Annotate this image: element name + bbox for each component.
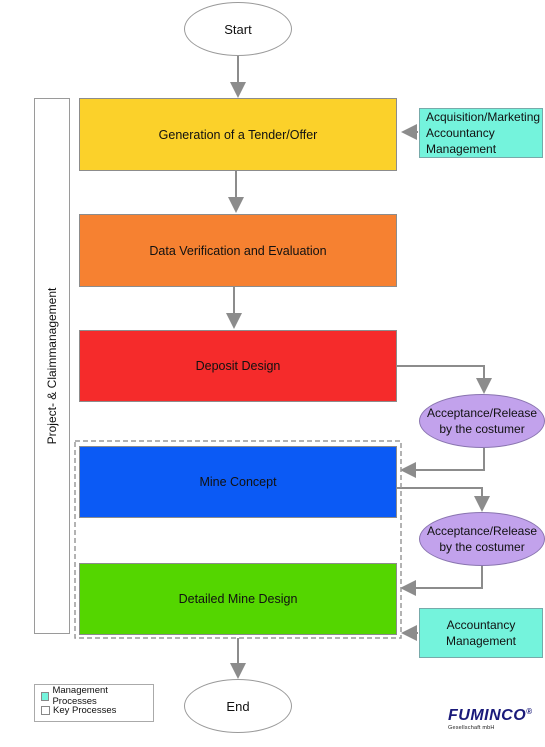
acceptance-decision-2: Acceptance/Release by the costumer (419, 512, 545, 566)
process-detailed-label: Detailed Mine Design (178, 592, 298, 606)
management-bottom-line-1: Accountancy (446, 618, 516, 632)
process-concept: Mine Concept (79, 446, 397, 518)
project-claim-management-bar: Project- & Claimmanagement (34, 98, 70, 634)
management-bottom-line-2: Management (445, 634, 517, 648)
management-top-line-1: Acquisition/Marketing (426, 110, 541, 124)
end-label: End (226, 698, 250, 714)
management-top-line-2: Accountancy (426, 126, 495, 140)
process-deposit: Deposit Design (79, 330, 397, 402)
legend-key-label: Key Processes (53, 704, 117, 716)
management-top-line-3: Management (426, 142, 497, 156)
start-node: Start (184, 2, 292, 56)
legend-management-label: Management Processes (52, 685, 108, 707)
decision-1-line-1: Acceptance/Release (426, 406, 538, 420)
legend: Management Processes Key Processes (34, 684, 154, 722)
logo-name: FUMINCO (448, 707, 527, 724)
process-concept-label: Mine Concept (199, 475, 277, 489)
logo-subtitle: Gesellschaft mbH (448, 725, 495, 731)
process-deposit-label: Deposit Design (195, 359, 281, 373)
key-swatch-icon (41, 705, 50, 715)
management-box-bottom: Accountancy Management (419, 608, 543, 658)
logo-mark: ® (526, 707, 533, 716)
acceptance-decision-1: Acceptance/Release by the costumer (419, 394, 545, 448)
management-box-top: Acquisition/Marketing Accountancy Manage… (419, 108, 543, 158)
management-swatch-icon (41, 691, 50, 701)
process-tender: Generation of a Tender/Offer (79, 98, 397, 171)
decision-1-line-2: by the costumer (439, 422, 525, 436)
fuminco-logo: FUMINCO® Gesellschaft mbH (448, 707, 544, 743)
process-detailed: Detailed Mine Design (79, 563, 397, 635)
process-verification-label: Data Verification and Evaluation (149, 243, 327, 258)
process-tender-label: Generation of a Tender/Offer (158, 127, 318, 142)
legend-management: Management Processes (41, 685, 147, 707)
end-node: End (184, 679, 292, 733)
sidebar-label: Project- & Claimmanagement (45, 287, 59, 445)
start-label: Start (224, 21, 252, 37)
decision-2-line-1: Acceptance/Release (426, 524, 538, 538)
process-verification: Data Verification and Evaluation (79, 214, 397, 287)
legend-key: Key Processes (41, 703, 147, 717)
decision-2-line-2: by the costumer (439, 540, 525, 554)
